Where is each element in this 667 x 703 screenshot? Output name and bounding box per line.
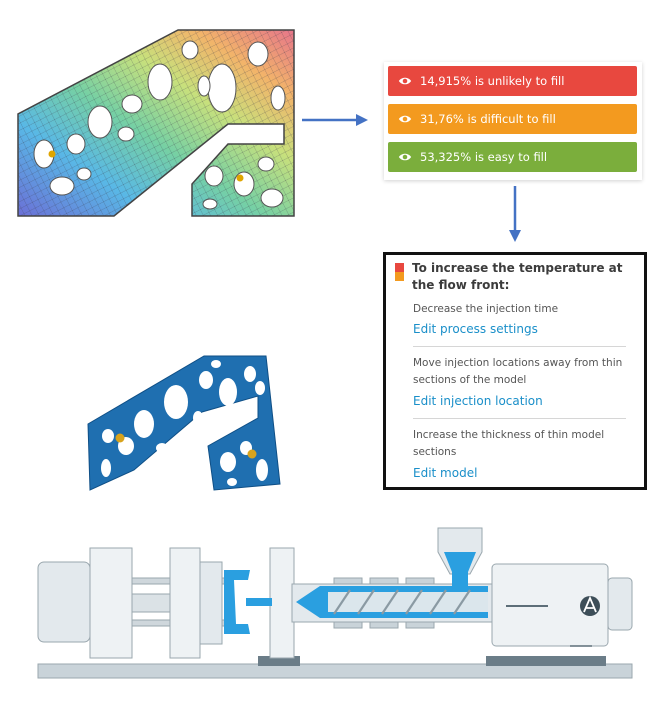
legend-orange-swatch (395, 272, 404, 281)
fill-status-bar: 31,76% is difficult to fill (388, 104, 637, 134)
eye-icon[interactable] (398, 112, 412, 126)
advice-panel: To increase the temperature at the flow … (383, 252, 647, 490)
arrow-right-icon (302, 114, 368, 126)
injection-molding-machine-diagram (37, 527, 633, 679)
divider (413, 346, 626, 347)
arrow-down-icon (509, 186, 521, 242)
advice-title: To increase the temperature at the flow … (412, 261, 623, 292)
edit-model-link[interactable]: Edit model (413, 466, 478, 480)
fill-status-label: 14,915% is unlikely to fill (420, 74, 565, 88)
fill-analysis-part-image (17, 29, 295, 217)
fill-status-label: 31,76% is difficult to fill (420, 112, 556, 126)
divider (413, 418, 626, 419)
blue-part-model-image (87, 355, 281, 491)
legend-red-swatch (395, 263, 404, 272)
fill-status-label: 53,325% is easy to fill (420, 150, 548, 164)
edit-injection-location-link[interactable]: Edit injection location (413, 394, 543, 408)
eye-icon[interactable] (398, 150, 412, 164)
fill-status-bar: 14,915% is unlikely to fill (388, 66, 637, 96)
advice-item-text: Increase the thickness of thin model sec… (413, 429, 605, 458)
advice-item-text: Move injection locations away from thin … (413, 357, 623, 386)
edit-process-settings-link[interactable]: Edit process settings (413, 322, 538, 336)
fill-status-bar: 53,325% is easy to fill (388, 142, 637, 172)
advice-item-text: Decrease the injection time (413, 303, 559, 315)
eye-icon[interactable] (398, 74, 412, 88)
